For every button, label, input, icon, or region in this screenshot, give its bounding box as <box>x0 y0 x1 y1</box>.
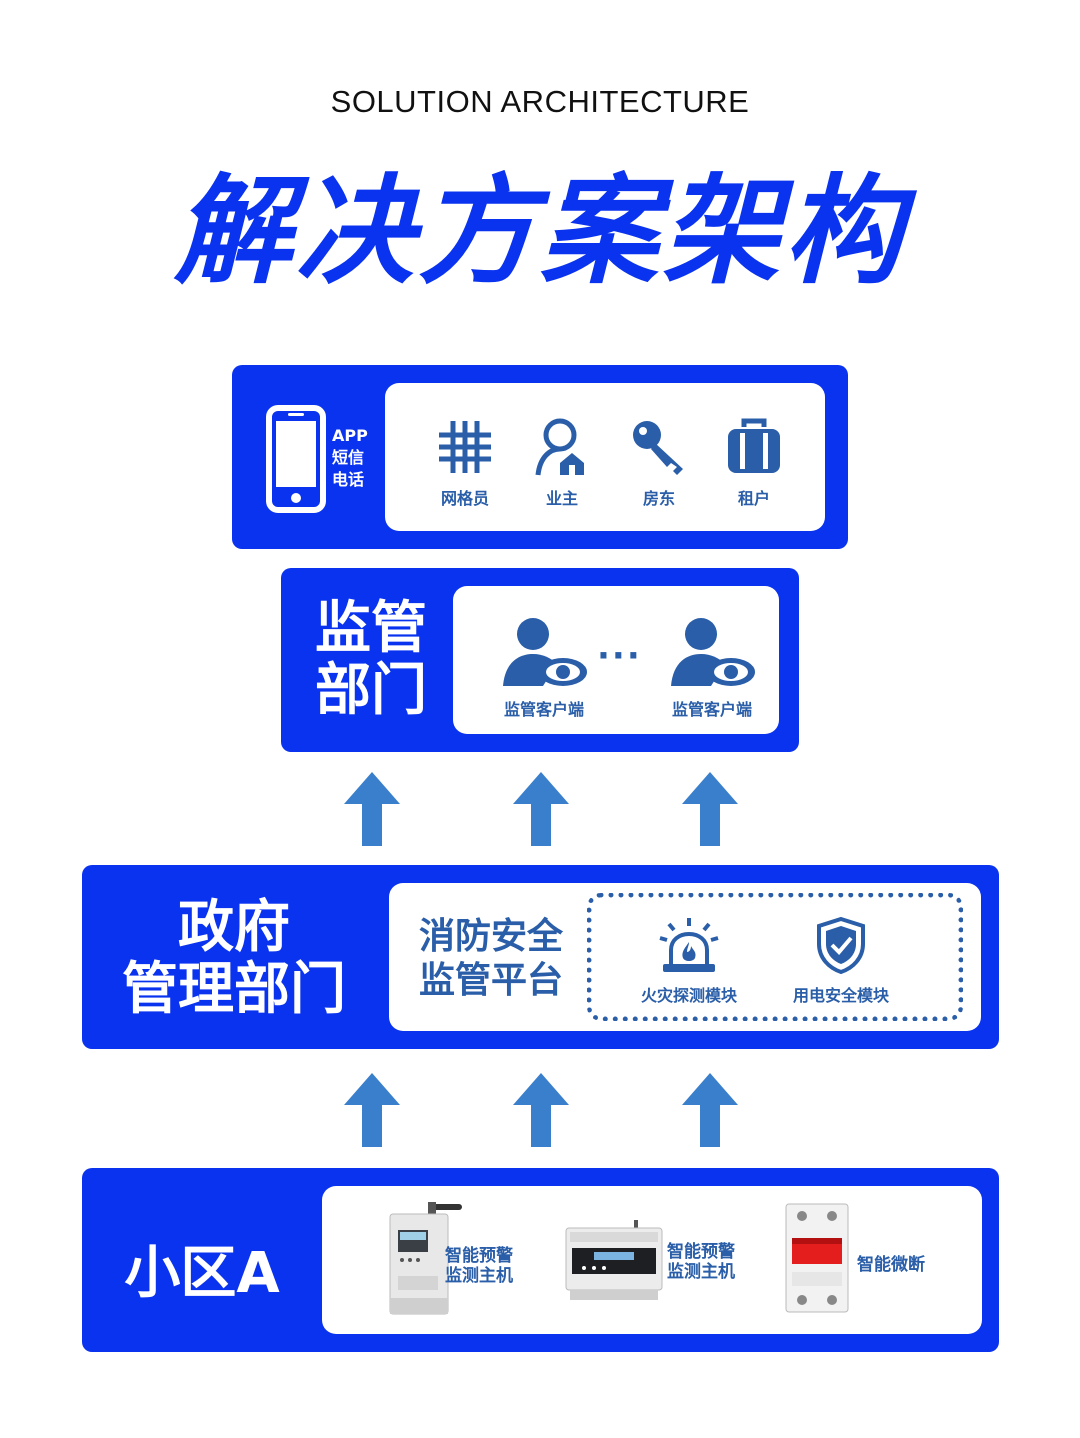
supervision-title: 监管 部门 <box>315 596 427 723</box>
tier-app-users-box: 网格员 业主 房东 <box>385 383 825 531</box>
up-arrow-icon <box>344 772 400 846</box>
user-label: 房东 <box>642 489 675 508</box>
module-label: 用电安全模块 <box>792 986 889 1005</box>
modules-group: 火灾探测模块 用电安全模块 <box>587 893 963 1021</box>
module-item-electric: 用电安全模块 <box>776 916 906 1006</box>
community-devices-box: 智能预警 监测主机 智能预警 监测主机 智能微断 <box>322 1186 982 1334</box>
user-label: 租户 <box>737 489 770 508</box>
luggage-icon <box>728 418 780 473</box>
user-item-grid: 网格员 <box>410 417 520 509</box>
owner-icon <box>535 418 584 476</box>
channel-phone: 电话 <box>332 470 365 489</box>
device-label: 智能微断 <box>857 1255 925 1275</box>
channel-app: APP <box>332 426 368 445</box>
platform-name: 消防安全 监管平台 <box>419 916 564 1001</box>
grid-icon <box>439 421 491 473</box>
channel-sms: 短信 <box>332 448 365 467</box>
device-label: 智能预警 监测主机 <box>445 1246 513 1286</box>
tier-community-panel: 小区A 智能预警 监测主机 智能预警 监测主 <box>82 1168 999 1352</box>
supervision-clients-box: 监管客户端 ··· 监管客户端 <box>453 586 779 734</box>
up-arrow-icon <box>513 772 569 846</box>
ellipsis: ··· <box>597 636 642 676</box>
client-label: 监管客户端 <box>503 700 584 719</box>
tier-government-panel: 政府 管理部门 消防安全 监管平台 火灾探测模块 <box>82 865 999 1049</box>
client-label: 监管客户端 <box>671 700 752 719</box>
tier-app-panel: APP 短信 电话 网格员 业主 <box>232 365 848 549</box>
smart-breaker-icon <box>785 1203 849 1313</box>
page-title: 解决方案架构 <box>173 162 906 300</box>
up-arrow-icon <box>344 1073 400 1147</box>
user-item-owner: 业主 <box>507 417 617 509</box>
fire-alarm-icon <box>659 918 719 972</box>
up-arrow-icon <box>682 772 738 846</box>
din-rail-monitor-icon <box>389 1202 462 1315</box>
user-label: 业主 <box>545 489 578 508</box>
module-item-fire: 火灾探测模块 <box>624 916 754 1006</box>
smartphone-icon <box>266 405 326 513</box>
government-title: 政府 管理部门 <box>122 895 346 1022</box>
user-item-tenant: 租户 <box>699 417 809 509</box>
user-item-landlord: 房东 <box>604 417 714 509</box>
community-title: 小区A <box>124 1241 280 1306</box>
supervisor-client-icon <box>503 618 587 686</box>
module-label: 火灾探测模块 <box>640 986 737 1005</box>
shield-check-icon <box>817 916 865 975</box>
client-item: 监管客户端 <box>647 616 777 720</box>
user-label: 网格员 <box>440 489 489 508</box>
supervisor-client-icon <box>671 618 755 686</box>
channel-list: APP 短信 电话 <box>332 425 368 491</box>
government-platform-box: 消防安全 监管平台 火灾探测模块 <box>389 883 981 1031</box>
up-arrow-icon <box>682 1073 738 1147</box>
client-item: 监管客户端 <box>479 616 609 720</box>
subtitle: SOLUTION ARCHITECTURE <box>330 84 750 119</box>
gateway-host-icon <box>565 1220 663 1300</box>
up-arrow-icon <box>513 1073 569 1147</box>
key-icon <box>633 421 683 475</box>
tier-supervision-panel: 监管 部门 监管客户端 ··· 监管客户端 <box>281 568 799 752</box>
device-label: 智能预警 监测主机 <box>667 1242 735 1282</box>
